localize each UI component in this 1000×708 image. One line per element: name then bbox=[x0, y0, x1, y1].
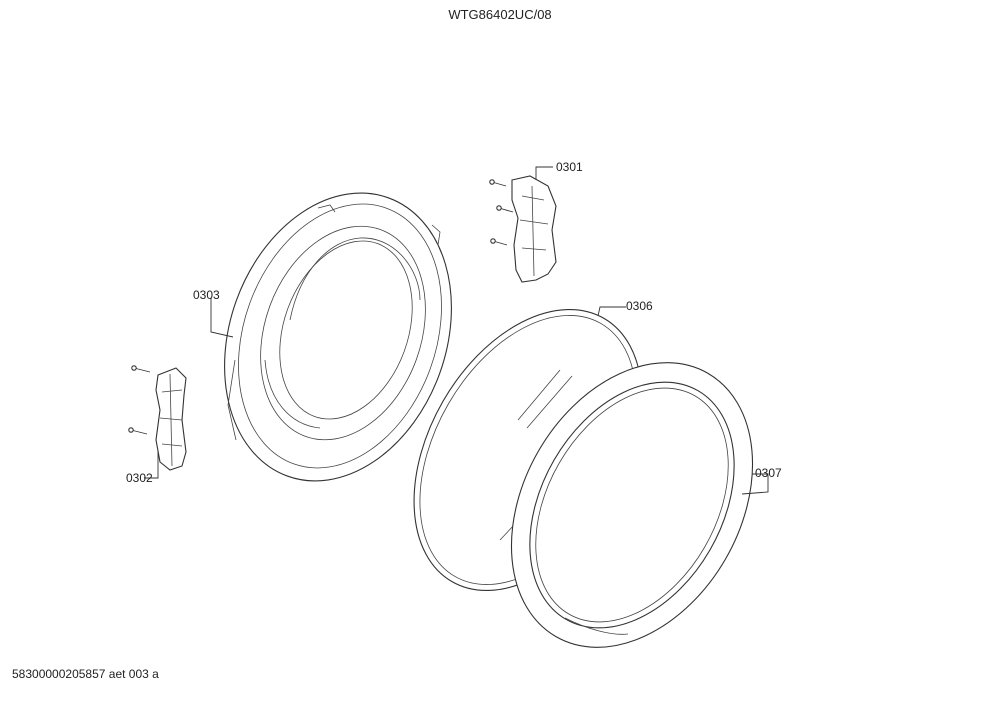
part-0307-outer-door-ring[interactable] bbox=[462, 319, 801, 690]
callout-0307[interactable]: 0307 bbox=[755, 466, 782, 480]
screw-icon bbox=[128, 365, 151, 435]
part-0301-hinge[interactable] bbox=[489, 175, 557, 283]
callout-0301[interactable]: 0301 bbox=[556, 160, 583, 174]
part-0303-door-frame[interactable] bbox=[186, 161, 490, 513]
part-0302-door-latch[interactable] bbox=[128, 365, 187, 471]
callout-0302[interactable]: 0302 bbox=[126, 471, 153, 485]
leader-lines bbox=[144, 166, 769, 495]
document-id: 58300000205857 aet 003 a bbox=[12, 667, 159, 681]
screw-icon bbox=[489, 179, 514, 246]
model-title: WTG86402UC/08 bbox=[448, 7, 552, 22]
callout-0306[interactable]: 0306 bbox=[626, 299, 653, 313]
callout-0303[interactable]: 0303 bbox=[193, 288, 220, 302]
